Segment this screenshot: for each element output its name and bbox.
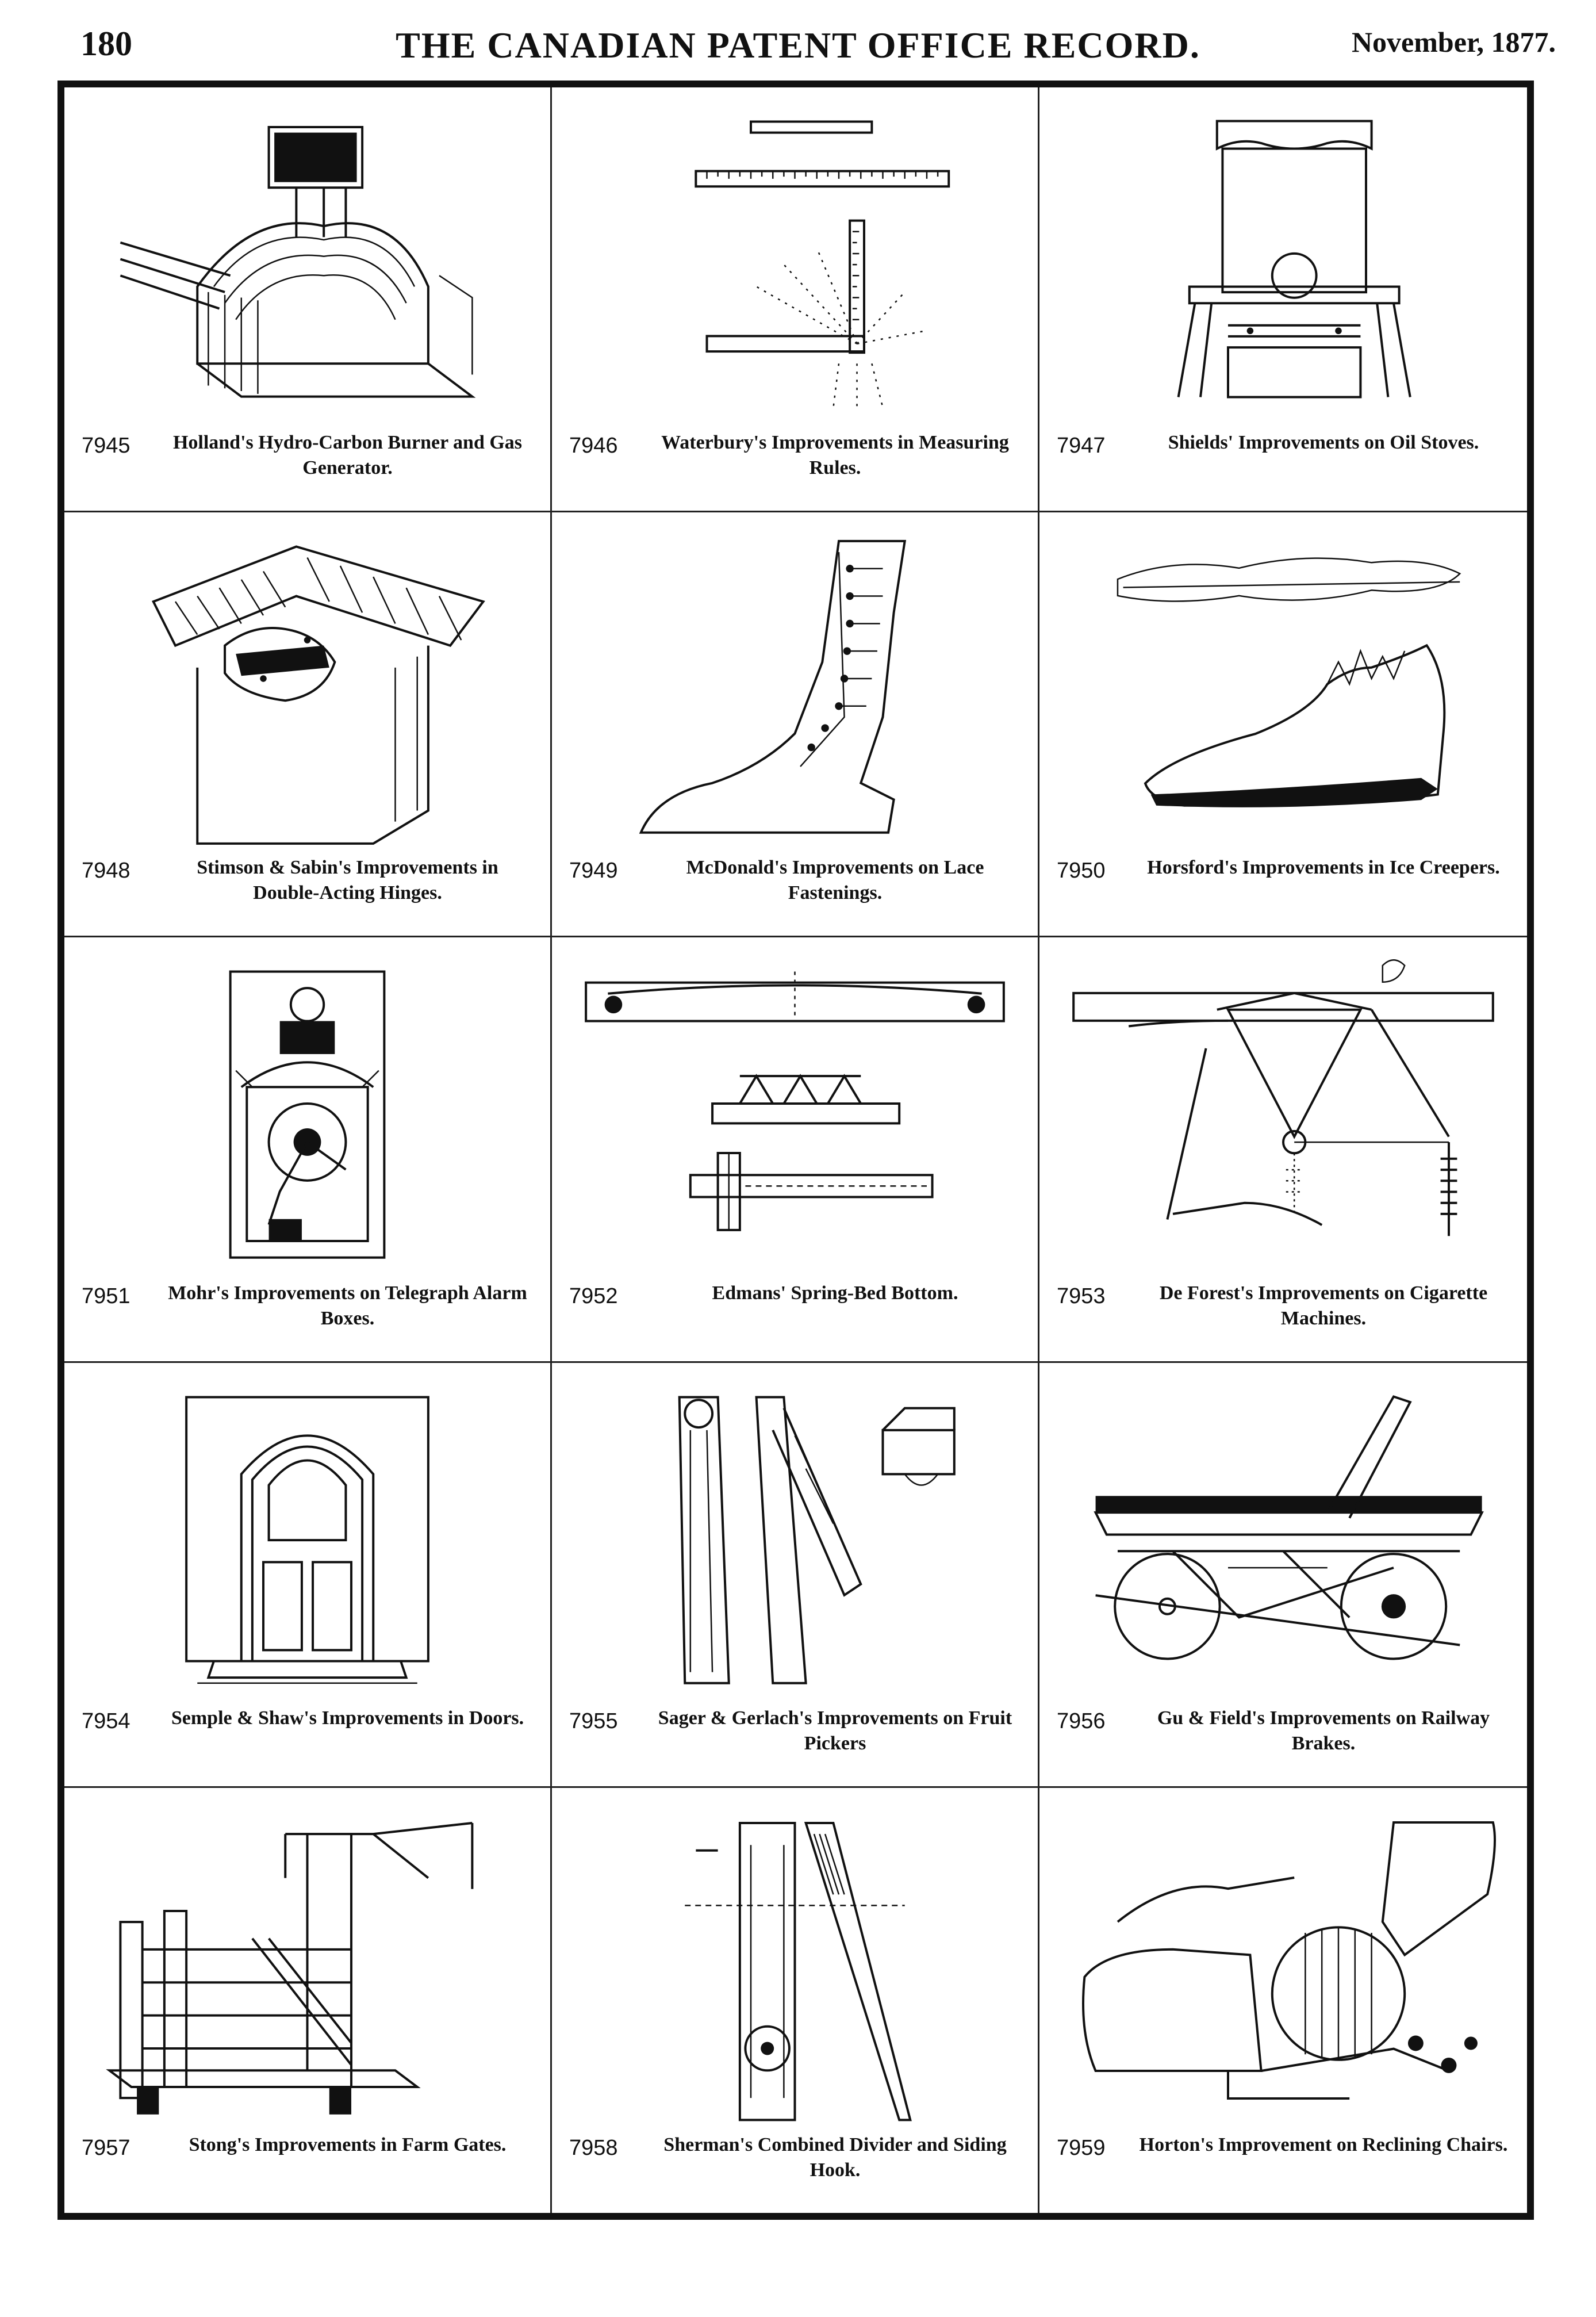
cigarette-machine-illustration xyxy=(1062,955,1504,1274)
patent-entry: 7948 Stimson & Sabin's Improvements in D… xyxy=(64,512,552,938)
patent-title: De Forest's Improvements on Cigarette Ma… xyxy=(1159,1282,1488,1329)
oil-stove-illustration xyxy=(1062,105,1504,424)
patent-entry: 7947 Shields' Improvements on Oil Stoves… xyxy=(1039,87,1527,513)
alarm-box-illustration xyxy=(87,955,527,1274)
patent-entry: 7959 Horton's Improvement on Reclining C… xyxy=(1039,1788,1527,2213)
patent-title: Stong's Improvements in Farm Gates. xyxy=(189,2134,507,2155)
patent-number: 7945 xyxy=(82,434,131,458)
patent-number: 7957 xyxy=(82,2136,131,2160)
measuring-rule-illustration xyxy=(575,105,1015,424)
patent-title: Edmans' Spring-Bed Bottom. xyxy=(712,1282,958,1304)
patent-title: Semple & Shaw's Improvements in Doors. xyxy=(171,1707,524,1729)
patent-number: 7947 xyxy=(1057,434,1106,458)
patent-title: Holland's Hydro-Carbon Burner and Gas Ge… xyxy=(172,432,523,479)
patent-entry: 7952 Edmans' Spring-Bed Bottom. xyxy=(552,937,1039,1363)
patent-title: Horsford's Improvements in Ice Creepers. xyxy=(1147,857,1500,879)
reclining-chair-illustration xyxy=(1062,1805,1504,2127)
patent-number: 7956 xyxy=(1057,1709,1106,1733)
patent-title: Waterbury's Improvements in Measuring Ru… xyxy=(661,432,1009,479)
patent-title: Gu & Field's Improvements on Railway Bra… xyxy=(1157,1707,1490,1754)
patent-number: 7953 xyxy=(1057,1284,1106,1308)
patent-entry: 7957 Stong's Improvements in Farm Gates. xyxy=(64,1787,552,2213)
patent-title: McDonald's Improvements on Lace Fastenin… xyxy=(686,857,984,904)
farm-gate-illustration xyxy=(87,1805,527,2127)
door-illustration xyxy=(87,1380,527,1700)
patent-number: 7955 xyxy=(569,1709,618,1733)
patent-title: Sager & Gerlach's Improvements on Fruit … xyxy=(658,1707,1012,1754)
patent-entry: 7945 Holland's Hydro-Carbon Burner and G… xyxy=(64,87,552,513)
issue-date: November, 1877. xyxy=(1351,26,1556,58)
hinge-illustration xyxy=(87,530,527,849)
journal-title: THE CANADIAN PATENT OFFICE RECORD. xyxy=(396,25,1200,66)
patent-grid-frame: 7945 Holland's Hydro-Carbon Burner and G… xyxy=(57,81,1534,2220)
patent-entry: 7956 Gu & Field's Improvements on Railwa… xyxy=(1039,1363,1527,1788)
patent-entry: 7958 Sherman's Combined Divider and Sidi… xyxy=(552,1787,1039,2213)
patent-entry: 7954 Semple & Shaw's Improvements in Doo… xyxy=(64,1362,552,1788)
patent-title: Sherman's Combined Divider and Siding Ho… xyxy=(663,2134,1007,2181)
ice-creeper-illustration xyxy=(1062,530,1504,849)
patent-number: 7948 xyxy=(82,859,131,883)
patent-number: 7949 xyxy=(569,859,618,883)
patent-number: 7950 xyxy=(1057,859,1106,883)
page-number: 180 xyxy=(80,25,132,63)
patent-entry: 7946 Waterbury's Improvements in Measuri… xyxy=(552,87,1039,513)
patent-entry: 7955 Sager & Gerlach's Improvements on F… xyxy=(552,1362,1039,1788)
patent-title: Mohr's Improvements on Telegraph Alarm B… xyxy=(168,1282,527,1329)
fruit-picker-illustration xyxy=(575,1380,1015,1700)
patent-number: 7954 xyxy=(82,1709,131,1733)
patent-number: 7951 xyxy=(82,1284,131,1308)
spring-bed-illustration xyxy=(575,955,1015,1274)
patent-entry: 7953 De Forest's Improvements on Cigaret… xyxy=(1039,937,1527,1363)
page-header: 180 THE CANADIAN PATENT OFFICE RECORD. N… xyxy=(0,0,1596,86)
patent-title: Horton's Improvement on Reclining Chairs… xyxy=(1139,2134,1508,2155)
patent-grid: 7945 Holland's Hydro-Carbon Burner and G… xyxy=(64,87,1527,2213)
boot-illustration xyxy=(575,530,1015,849)
divider-illustration xyxy=(575,1805,1015,2127)
patent-number: 7946 xyxy=(569,434,618,458)
burner-illustration xyxy=(87,105,527,424)
patent-entry: 7951 Mohr's Improvements on Telegraph Al… xyxy=(64,937,552,1363)
patent-number: 7958 xyxy=(569,2136,618,2160)
patent-number: 7952 xyxy=(569,1284,618,1308)
patent-entry: 7949 McDonald's Improvements on Lace Fas… xyxy=(552,512,1039,938)
patent-title: Stimson & Sabin's Improvements in Double… xyxy=(197,857,498,904)
patent-entry: 7950 Horsford's Improvements in Ice Cree… xyxy=(1039,512,1527,938)
railway-brake-illustration xyxy=(1062,1380,1504,1700)
patent-title: Shields' Improvements on Oil Stoves. xyxy=(1168,432,1479,454)
patent-number: 7959 xyxy=(1057,2136,1106,2160)
